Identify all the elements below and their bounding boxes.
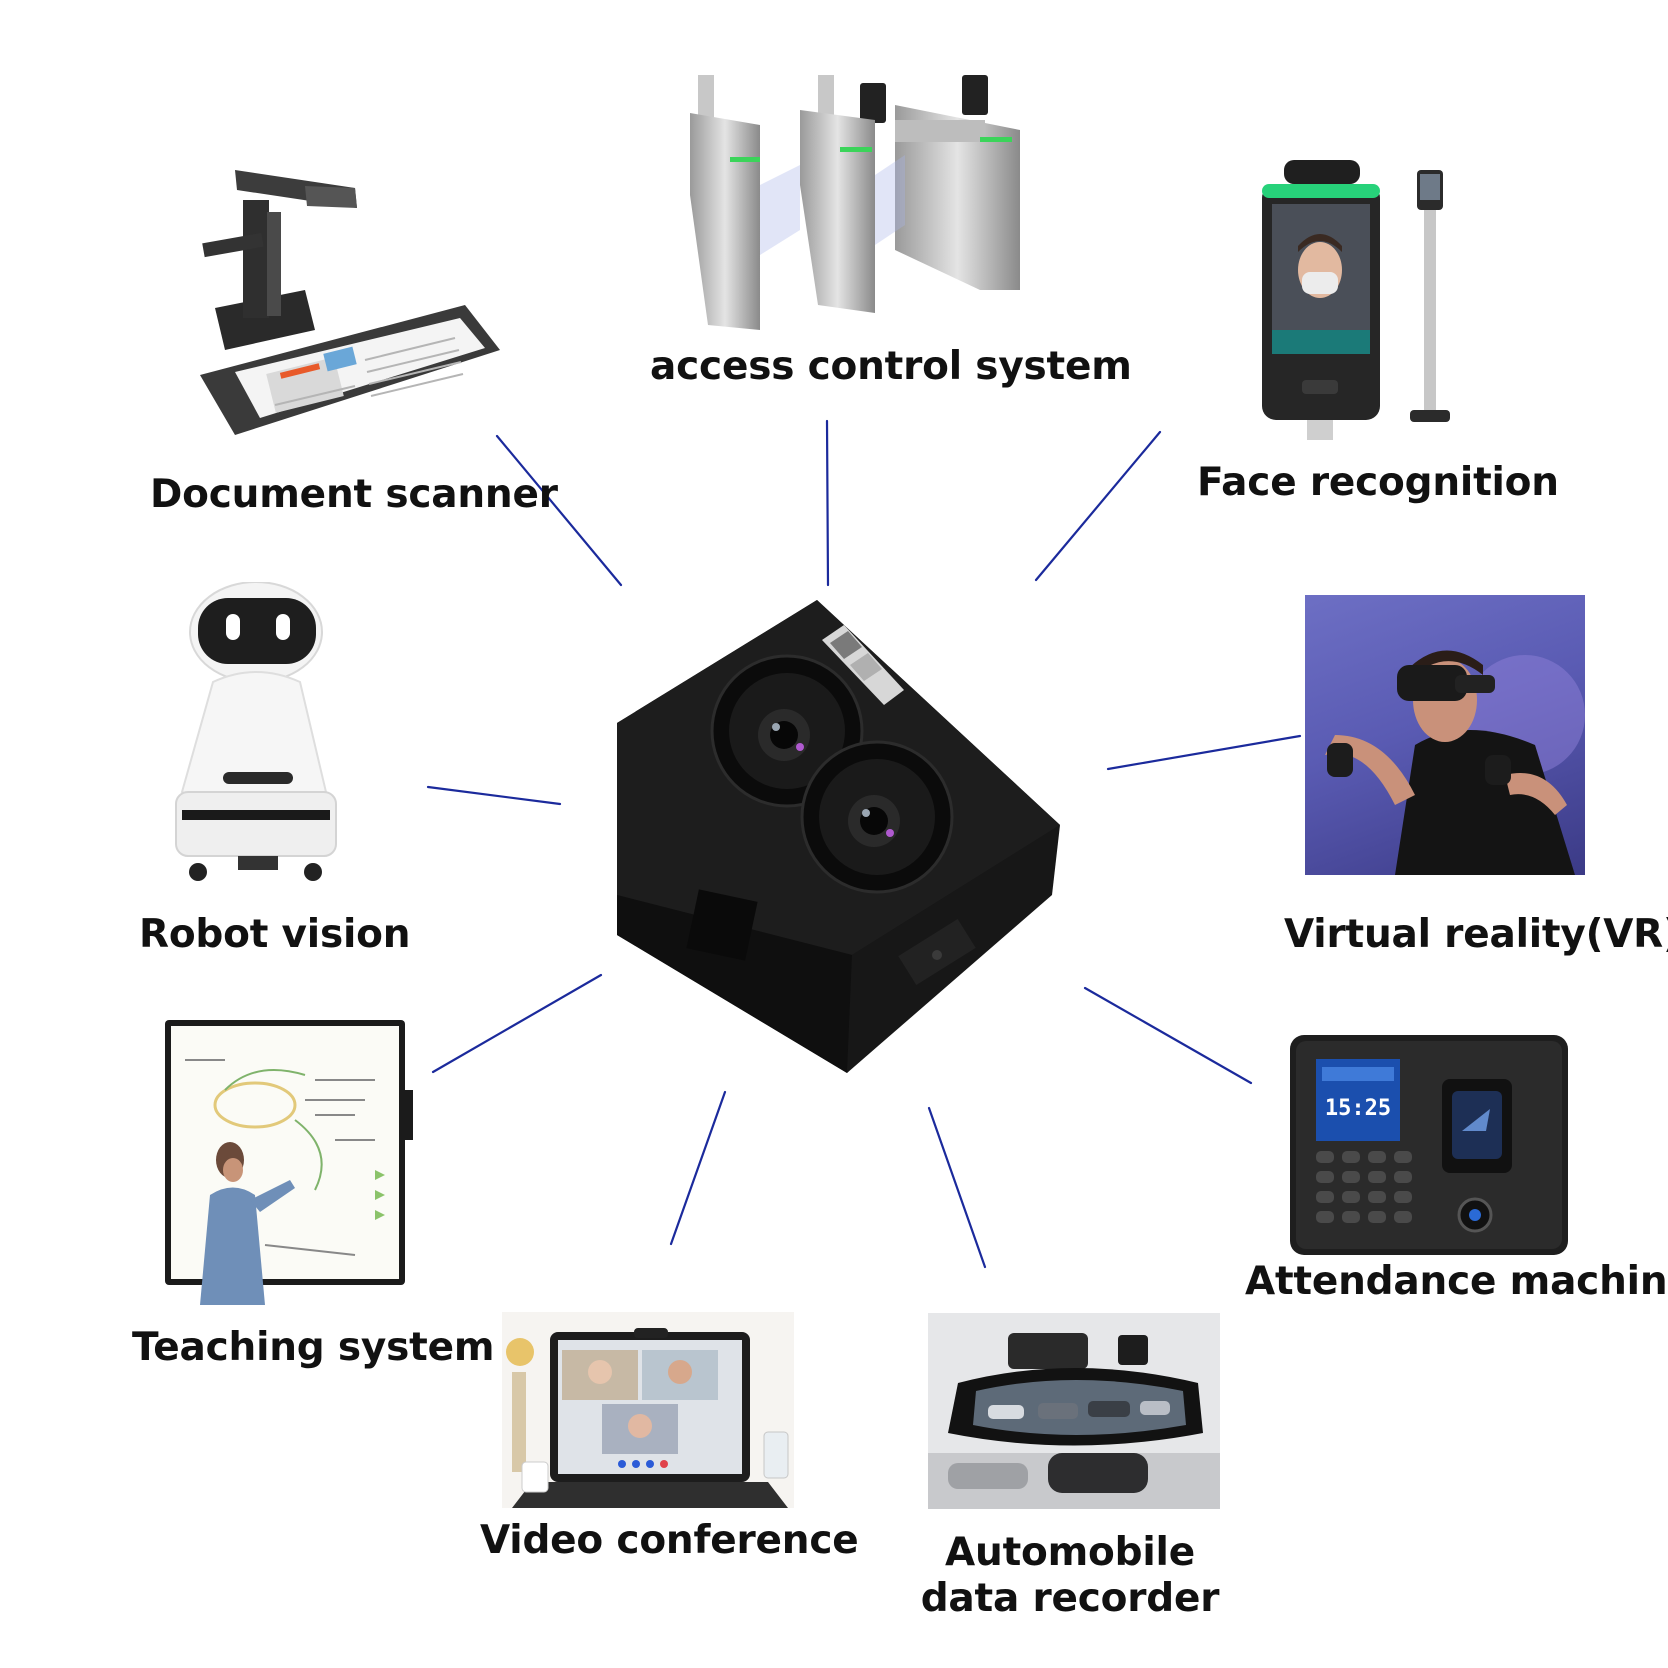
label-robot-vision: Robot vision (139, 912, 411, 957)
label-video-conference: Video conference (480, 1518, 859, 1563)
face-recognition-terminal-icon (1262, 160, 1450, 440)
connector-video-conference (669, 1090, 727, 1246)
connector-document-scanner (495, 434, 623, 587)
label-virtual-reality: Virtual reality(VR) (1284, 912, 1668, 957)
label-automobile-data-recorder: Automobile data recorder (920, 1530, 1220, 1621)
connector-teaching-system (431, 973, 603, 1074)
connector-face-recognition (1034, 430, 1162, 582)
label-document-scanner: Document scanner (150, 472, 558, 517)
vr-headset-user-icon (1305, 595, 1585, 875)
interactive-whiteboard-icon (165, 1020, 413, 1305)
connector-vr (1106, 734, 1302, 771)
service-robot-icon (175, 582, 337, 881)
label-access-control-system: access control system (650, 344, 1132, 389)
fingerprint-attendance-icon: 15:25 (1290, 1035, 1568, 1255)
label-attendance-machine: Attendance machine (1245, 1259, 1668, 1304)
turnstile-gate-icon (690, 75, 1020, 330)
lens-bottom (800, 740, 954, 894)
label-teaching-system: Teaching system (132, 1325, 495, 1370)
camera-module-icon (617, 600, 1060, 1073)
rearview-mirror-dashcam-icon (928, 1313, 1220, 1509)
connector-attendance (1083, 986, 1253, 1085)
connector-dashcam (927, 1106, 987, 1269)
attendance-clock-text: 15:25 (1325, 1096, 1391, 1121)
connector-access-control (825, 419, 830, 587)
label-face-recognition: Face recognition (1197, 460, 1559, 505)
connector-robot-vision (426, 785, 562, 806)
document-scanner-icon (200, 170, 500, 435)
video-call-laptop-icon (502, 1312, 794, 1508)
